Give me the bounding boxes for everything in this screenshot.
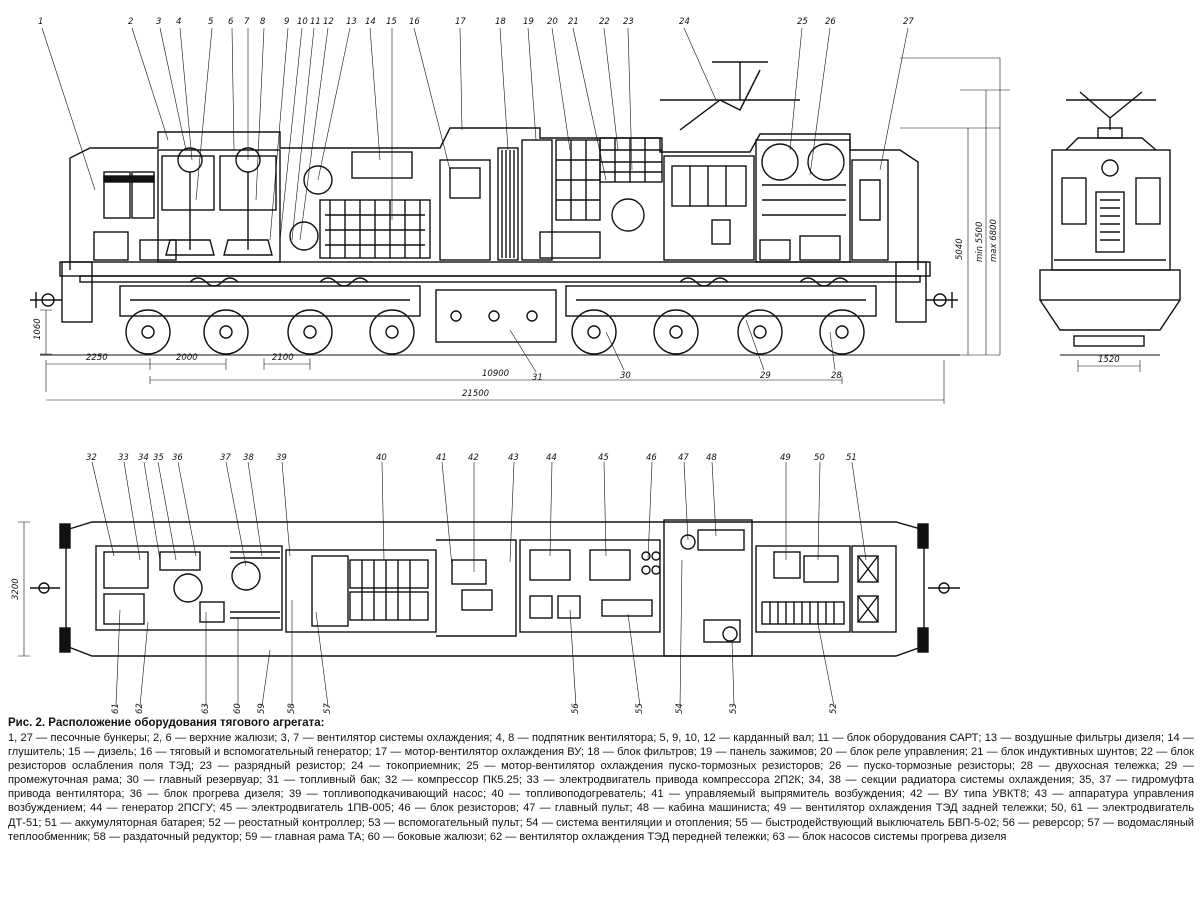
side-dimension-lines: [40, 57, 1010, 404]
callout-46: 46: [646, 453, 657, 463]
dimension-2000: 2000: [176, 353, 198, 363]
dimension-2250: 2250: [86, 353, 108, 363]
front-view: [1039, 91, 1181, 372]
dimension-21500: 21500: [462, 389, 489, 399]
callout-13: 13: [346, 17, 357, 27]
callout-55: 55: [635, 703, 645, 714]
callout-57: 57: [323, 703, 333, 714]
callout-20: 20: [547, 17, 558, 27]
callout-63: 63: [201, 703, 211, 714]
dimension-2100: 2100: [272, 353, 294, 363]
callout-42: 42: [468, 453, 479, 463]
callout-44: 44: [546, 453, 557, 463]
callout-19: 19: [523, 17, 534, 27]
callout-50: 50: [814, 453, 825, 463]
callout-30: 30: [620, 371, 631, 381]
callout-26: 26: [825, 17, 836, 27]
callout-18: 18: [495, 17, 506, 27]
side-leader-lines: [41, 27, 909, 373]
callout-23: 23: [623, 17, 634, 27]
caption-title: Рис. 2. Расположение оборудования тягово…: [8, 717, 325, 729]
callout-10: 10: [297, 17, 308, 27]
plan-view: [18, 519, 960, 657]
callout-45: 45: [598, 453, 609, 463]
callout-11: 11: [310, 17, 321, 27]
locomotive-drawing: 1 2 3 4 5 6 7 8 9 10 11 12 13 14 15 16 1…: [11, 17, 1181, 714]
callout-37: 37: [220, 453, 231, 463]
callout-6: 6: [228, 17, 234, 27]
callout-61: 61: [111, 703, 121, 714]
dimension-max-6800: max 6800: [989, 219, 999, 262]
callout-34: 34: [138, 453, 149, 463]
callout-8: 8: [260, 17, 266, 27]
callout-56: 56: [571, 703, 581, 714]
dimension-10900: 10900: [482, 369, 509, 379]
callout-9: 9: [284, 17, 289, 27]
callout-5: 5: [208, 17, 213, 27]
callout-32: 32: [86, 453, 97, 463]
callout-58: 58: [287, 703, 297, 714]
callout-14: 14: [365, 17, 376, 27]
callout-15: 15: [386, 17, 397, 27]
callout-25: 25: [797, 17, 808, 27]
callout-54: 54: [675, 703, 685, 714]
side-view: [30, 61, 960, 356]
callout-22: 22: [599, 17, 610, 27]
callout-35: 35: [153, 453, 164, 463]
callout-4: 4: [176, 17, 181, 27]
callout-2: 2: [128, 17, 133, 27]
side-dimensions: 1060 2250 2000 2100 10900 21500 5040 min…: [33, 219, 1120, 399]
callout-60: 60: [233, 703, 243, 714]
dimension-min-5500: min 5500: [975, 222, 985, 262]
callout-39: 39: [276, 453, 287, 463]
callout-43: 43: [508, 453, 519, 463]
callout-47: 47: [678, 453, 689, 463]
callout-33: 33: [118, 453, 129, 463]
callout-28: 28: [831, 371, 842, 381]
callout-40: 40: [376, 453, 387, 463]
figure-caption: Рис. 2. Расположение оборудования тягово…: [8, 717, 1194, 844]
callout-48: 48: [706, 453, 717, 463]
callout-59: 59: [257, 703, 267, 714]
callout-12: 12: [323, 17, 334, 27]
callout-36: 36: [172, 453, 183, 463]
dimension-3200: 3200: [11, 578, 21, 600]
callout-49: 49: [780, 453, 791, 463]
callout-24: 24: [679, 17, 690, 27]
plan-labels: 32 33 34 35 36 37 38 39 40 41 42 43 44 4…: [11, 453, 857, 714]
callout-16: 16: [409, 17, 420, 27]
callout-1: 1: [38, 17, 43, 27]
plan-leader-lines: [91, 461, 867, 707]
dimension-1520: 1520: [1098, 355, 1120, 365]
dimension-5040: 5040: [955, 238, 965, 260]
dimension-1060: 1060: [33, 318, 43, 340]
callout-29: 29: [760, 371, 771, 381]
caption-legend: 1, 27 — песочные бункеры; 2, 6 — верхние…: [8, 732, 1194, 843]
side-labels: 1 2 3 4 5 6 7 8 9 10 11 12 13 14 15 16 1…: [38, 17, 914, 383]
callout-52: 52: [829, 703, 839, 714]
callout-62: 62: [135, 703, 145, 714]
callout-21: 21: [568, 17, 579, 27]
callout-3: 3: [156, 17, 161, 27]
callout-17: 17: [455, 17, 466, 27]
callout-7: 7: [244, 17, 250, 27]
callout-31: 31: [532, 373, 543, 383]
callout-27: 27: [903, 17, 914, 27]
callout-53: 53: [729, 703, 739, 714]
callout-41: 41: [436, 453, 447, 463]
callout-51: 51: [846, 453, 857, 463]
callout-38: 38: [243, 453, 254, 463]
